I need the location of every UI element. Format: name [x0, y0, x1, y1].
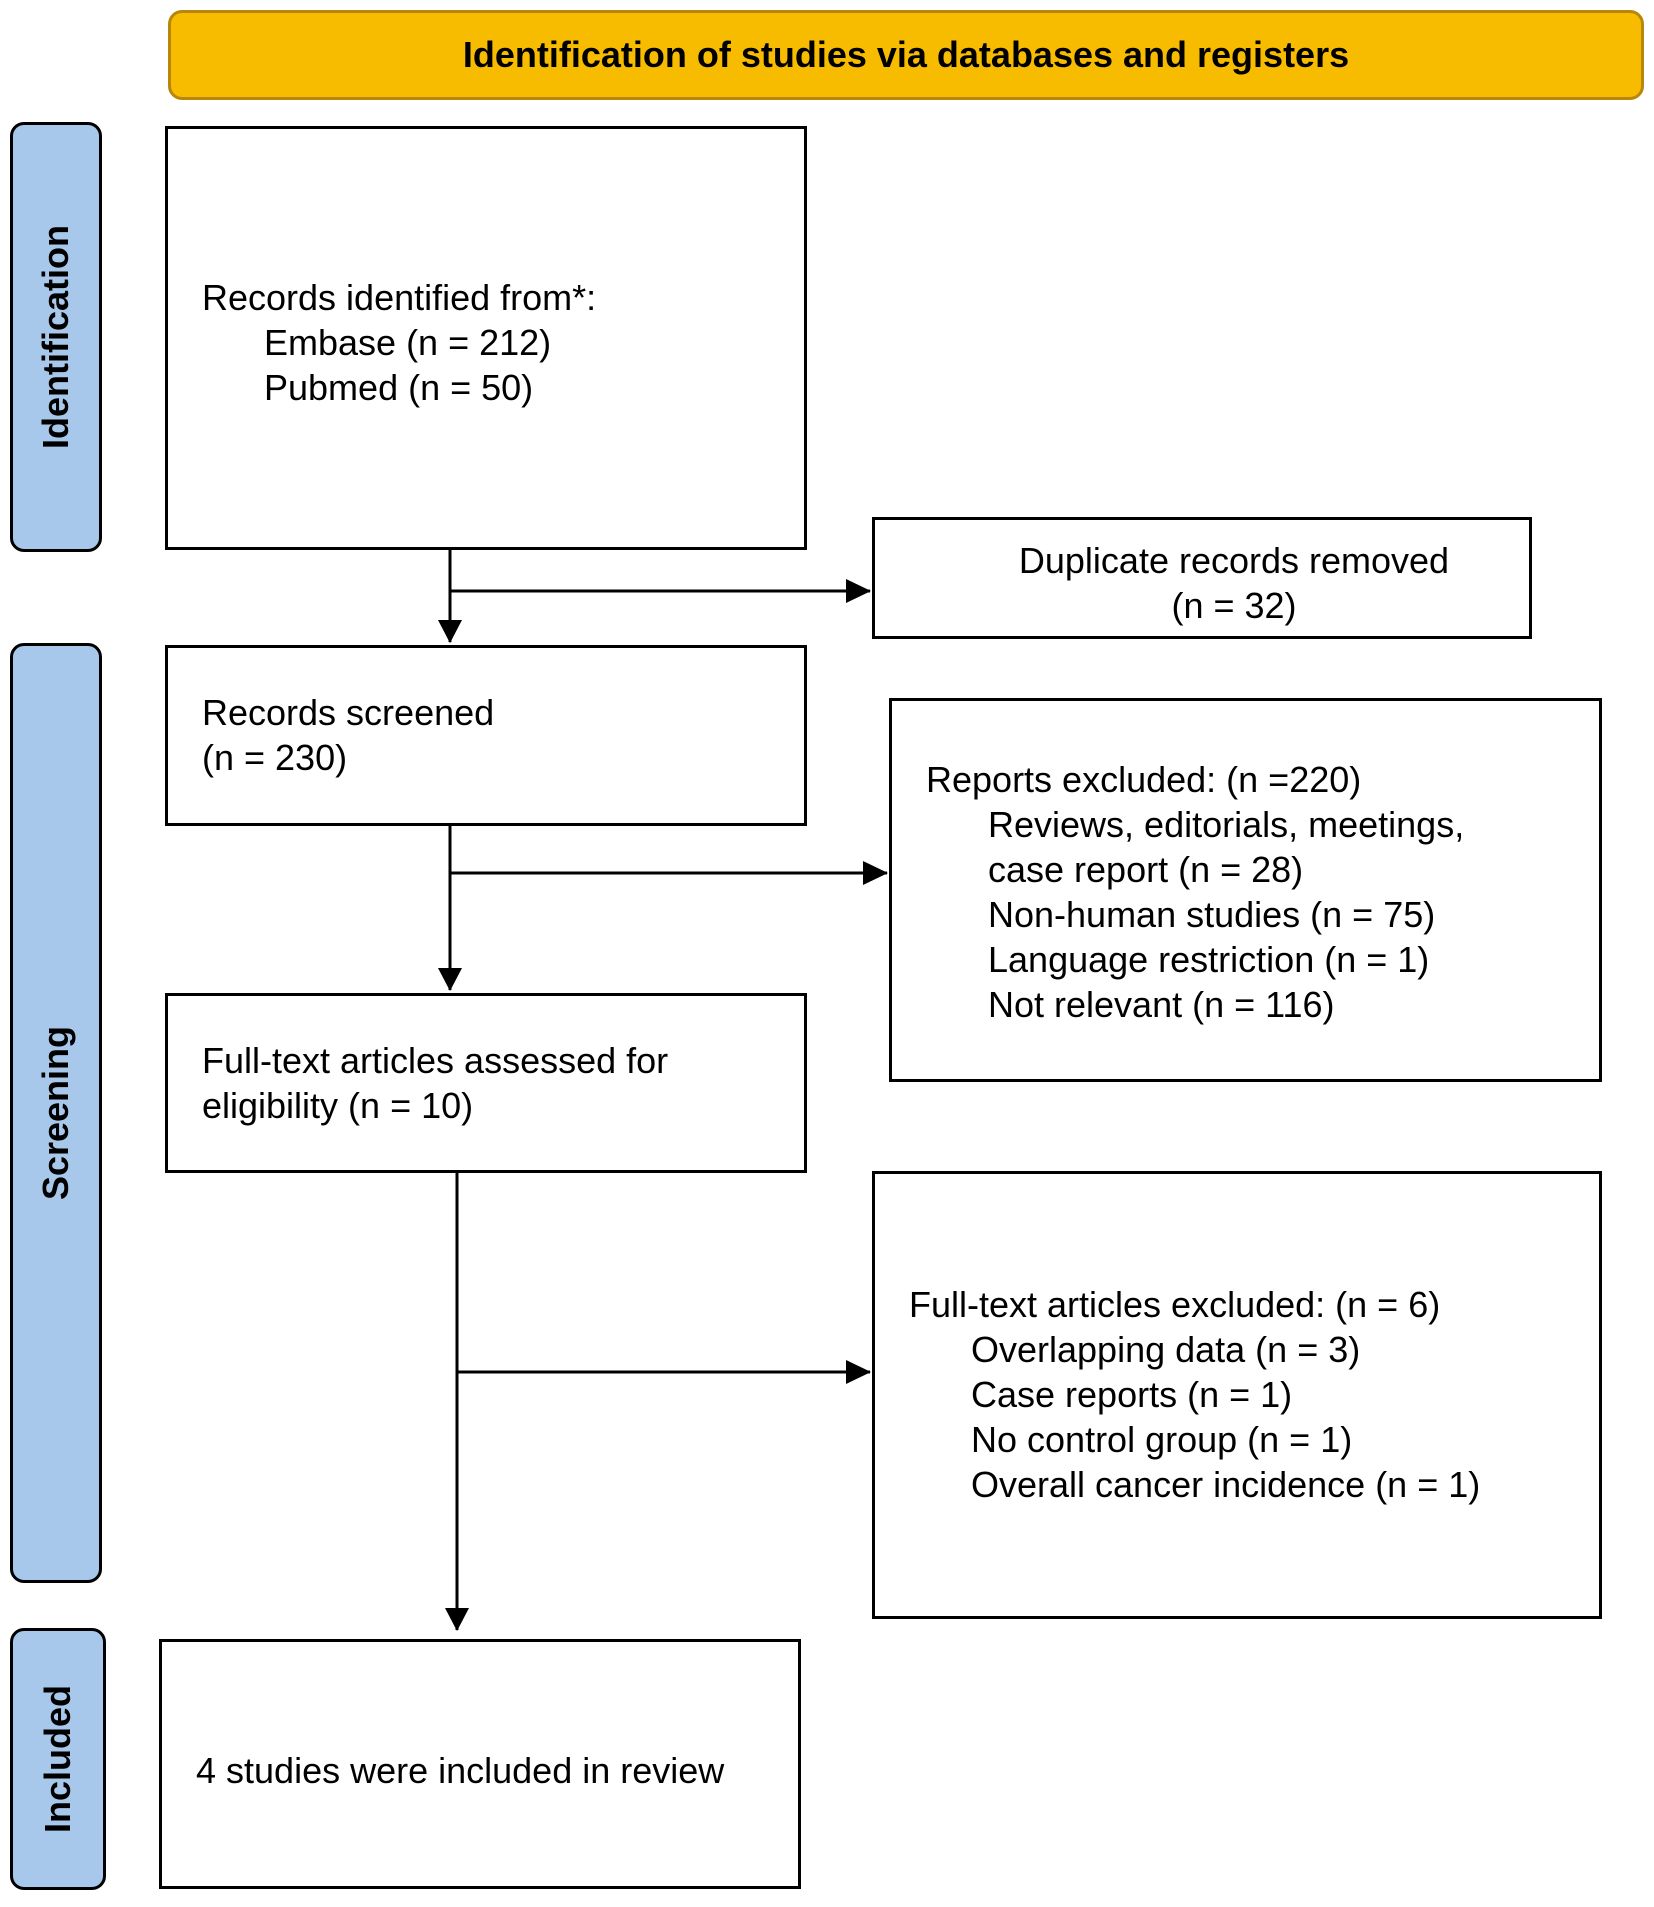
fulltext-exclusion-reason: Case reports (n = 1): [971, 1374, 1293, 1415]
fulltext-assessed-count: eligibility (n = 10): [202, 1085, 474, 1126]
included-box: 4 studies were included in review: [159, 1639, 801, 1889]
stage-included: Included: [10, 1628, 106, 1890]
reports-excluded-heading: Reports excluded: (n =220): [926, 759, 1362, 800]
included-label: 4 studies were included in review: [196, 1750, 725, 1791]
source-pubmed: Pubmed (n = 50): [264, 367, 534, 408]
fulltext-exclusion-reason: No control group (n = 1): [971, 1419, 1353, 1460]
arrowhead-reports-excluded: [863, 861, 888, 885]
records-screened-box: Records screened (n = 230): [165, 645, 807, 826]
identification-banner: Identification of studies via databases …: [168, 10, 1644, 100]
arrowhead-duplicates: [846, 579, 871, 603]
duplicates-removed-label: Duplicate records removed: [1018, 540, 1450, 581]
duplicates-removed-count: (n = 32): [1171, 585, 1297, 626]
exclusion-reason: Reviews, editorials, meetings,: [988, 804, 1465, 845]
fulltext-assessed-box: Full-text articles assessed for eligibil…: [165, 993, 807, 1173]
arrowhead-fulltext: [438, 968, 462, 991]
exclusion-reason: case report (n = 28): [988, 849, 1304, 890]
stage-identification: Identification: [10, 122, 102, 552]
source-embase: Embase (n = 212): [264, 322, 552, 363]
arrowhead-included: [445, 1608, 469, 1631]
exclusion-reason: Non-human studies (n = 75): [988, 894, 1436, 935]
fulltext-excluded-heading: Full-text articles excluded: (n = 6): [909, 1284, 1441, 1325]
reports-excluded-box: Reports excluded: (n =220) Reviews, edit…: [889, 698, 1602, 1082]
fulltext-excluded-box: Full-text articles excluded: (n = 6) Ove…: [872, 1171, 1602, 1619]
exclusion-reason: Language restriction (n = 1): [988, 939, 1430, 980]
records-identified-heading: Records identified from*:: [202, 277, 597, 318]
records-screened-label: Records screened: [202, 692, 495, 733]
fulltext-assessed-label: Full-text articles assessed for: [202, 1040, 669, 1081]
arrowhead-screened: [438, 620, 462, 643]
fulltext-exclusion-reason: Overlapping data (n = 3): [971, 1329, 1361, 1370]
duplicates-removed-box: Duplicate records removed (n = 32): [872, 517, 1532, 639]
stage-screening: Screening: [10, 643, 102, 1583]
records-identified-box: Records identified from*: Embase (n = 21…: [165, 126, 807, 550]
exclusion-reason: Not relevant (n = 116): [988, 984, 1335, 1025]
records-screened-count: (n = 230): [202, 737, 348, 778]
arrowhead-fulltext-excluded: [846, 1360, 871, 1384]
fulltext-exclusion-reason: Overall cancer incidence (n = 1): [971, 1464, 1481, 1505]
banner-title: Identification of studies via databases …: [462, 34, 1350, 75]
